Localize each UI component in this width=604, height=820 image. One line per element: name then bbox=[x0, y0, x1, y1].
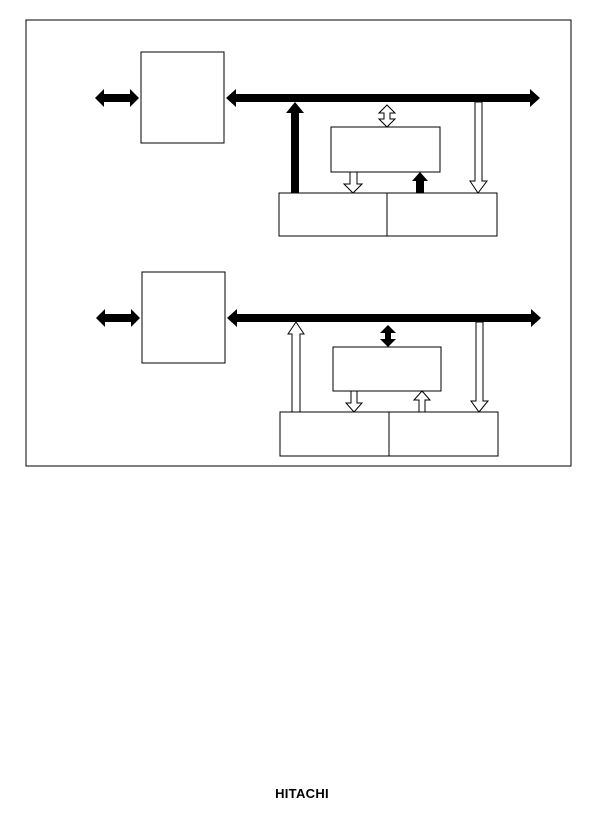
lower-bottom-left-up-arrow bbox=[287, 321, 305, 413]
lower-bottom-right-up-arrow bbox=[412, 390, 432, 413]
upper-diagram bbox=[95, 51, 540, 237]
upper-bottom-left-block bbox=[278, 192, 388, 237]
upper-bottom-right-up-arrow bbox=[412, 172, 428, 193]
upper-center-down-arrow bbox=[342, 171, 364, 194]
upper-left-external-arrow bbox=[95, 89, 139, 107]
lower-bottom-right-block bbox=[388, 411, 499, 457]
upper-bus-center-arrow bbox=[377, 104, 397, 128]
upper-main-bus-arrow bbox=[226, 89, 540, 107]
lower-bus-center-arrow bbox=[380, 325, 396, 347]
lower-bus-down-arrow bbox=[470, 321, 490, 413]
upper-bottom-left-up-arrow bbox=[286, 102, 304, 193]
lower-main-bus-arrow bbox=[227, 309, 541, 327]
outer-frame bbox=[25, 19, 572, 467]
lower-bottom-left-block bbox=[279, 411, 390, 457]
upper-center-block bbox=[330, 126, 441, 173]
upper-left-block bbox=[140, 51, 225, 144]
lower-center-block bbox=[332, 346, 442, 392]
lower-diagram bbox=[96, 271, 541, 457]
brand-logo: HITACHI bbox=[275, 786, 329, 801]
lower-left-external-arrow bbox=[96, 309, 140, 327]
lower-center-down-arrow bbox=[344, 390, 364, 413]
upper-bottom-right-block bbox=[386, 192, 498, 237]
lower-left-block bbox=[141, 271, 226, 364]
upper-bus-down-arrow bbox=[469, 101, 488, 194]
